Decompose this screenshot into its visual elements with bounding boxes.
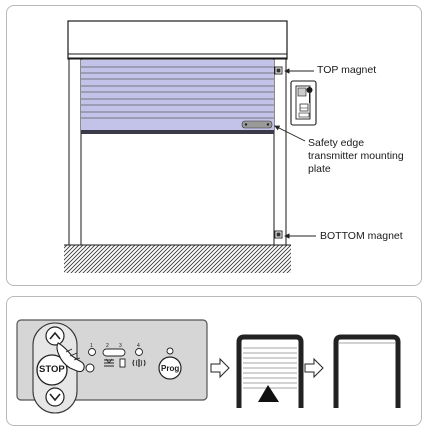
prog-button[interactable] [158,356,182,380]
safety-edge-leader [274,125,306,142]
led-4 [135,348,143,356]
right-door-post [273,58,287,246]
door-assembly [64,20,291,273]
transmitter-mounting-plate [241,120,273,129]
safety-edge-icon [104,358,114,367]
top-magnet-label: TOP magnet [317,64,377,76]
stop-button[interactable] [36,354,68,386]
left-door-post [68,58,82,246]
led-2-3 [102,348,126,357]
curtain-fill [81,60,274,130]
down-arrow-icon [49,393,61,402]
led-number-2: 2 [106,343,109,349]
safety-edge-label-line1: Safety edge [308,137,365,149]
led-1 [88,348,96,356]
safety-edge-label-line2: transmitter mounting [308,150,404,162]
arrow-right-icon-2 [304,357,324,379]
magnetic-switch-device [290,80,317,126]
stop-button-label: STOP [39,364,65,375]
bottom-magnet-label: BOTTOM magnet [320,230,403,242]
battery-icon [119,358,126,368]
open-door-icon [333,334,401,408]
top-magnet [274,66,283,75]
arrow-right-icon [210,357,230,379]
up-triangle-icon [258,385,279,402]
safety-edge-label-line3: plate [308,163,331,175]
bottom-magnet [274,230,283,239]
closed-door-icon [236,334,304,408]
led-row [88,348,143,357]
led-number-1: 1 [90,343,93,349]
floor-hatching [64,245,291,273]
prog-led [166,347,174,355]
prog-button-label: Prog [161,364,180,373]
up-button[interactable] [45,326,65,346]
bottom-bar [81,130,274,134]
door-curtain [81,60,274,134]
control-panel [16,319,208,414]
led-number-3: 3 [119,343,122,349]
hand-pointer-icon [56,342,95,373]
up-arrow-icon [49,331,61,340]
radio-icon [132,359,146,367]
down-button[interactable] [45,387,65,407]
door-housing-box [67,20,288,60]
led-number-4: 4 [137,343,140,349]
